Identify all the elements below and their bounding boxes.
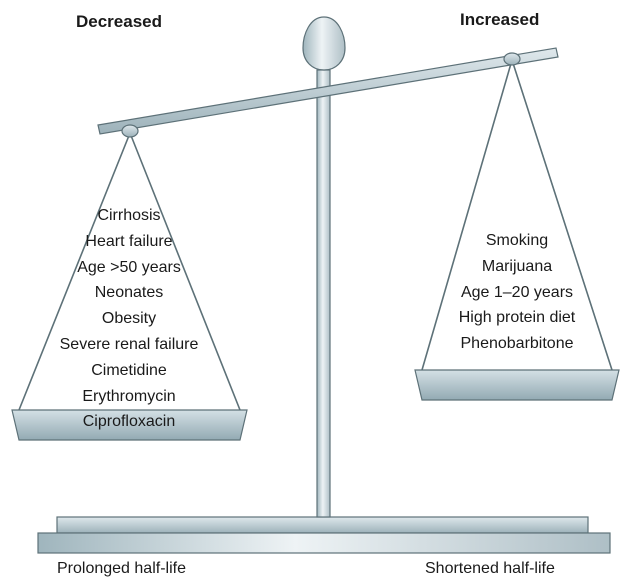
list-item: Age >50 years — [77, 258, 181, 276]
list-item: Cirrhosis — [97, 207, 161, 224]
left-pan — [11, 409, 248, 441]
list-item: Smoking — [485, 232, 549, 249]
scale-base — [37, 516, 611, 554]
list-item: Cimetidine — [91, 361, 167, 379]
scale-top-knob — [302, 16, 346, 71]
scale-beam — [97, 47, 559, 135]
list-item: Severe renal failure — [59, 335, 199, 353]
right-pan — [414, 369, 620, 401]
shortened-half-life-label: Shortened half-life — [425, 560, 555, 577]
left-pan-list: Cirrhosis Heart failure Age >50 years Ne… — [0, 203, 258, 435]
list-item: Heart failure — [85, 232, 173, 250]
decreased-heading: Decreased — [76, 12, 163, 31]
scale-pillar — [316, 69, 331, 518]
right-pan-list: Smoking Marijuana Age 1–20 years High pr… — [412, 228, 622, 357]
list-item: Neonates — [94, 284, 164, 302]
beam-hooks — [121, 52, 521, 138]
list-item: Marijuana — [481, 257, 553, 275]
list-item: Ciprofloxacin — [82, 413, 176, 431]
prolonged-half-life-label: Prolonged half-life — [57, 560, 186, 577]
list-item: High protein diet — [458, 309, 576, 327]
list-item: Obesity — [101, 310, 157, 328]
list-item: Erythromycin — [82, 387, 176, 405]
list-item: Phenobarbitone — [460, 335, 574, 353]
list-item: Age 1–20 years — [460, 283, 574, 301]
right-pan-strings — [421, 59, 613, 371]
increased-heading: Increased — [460, 10, 540, 29]
left-pan-strings — [18, 132, 241, 411]
